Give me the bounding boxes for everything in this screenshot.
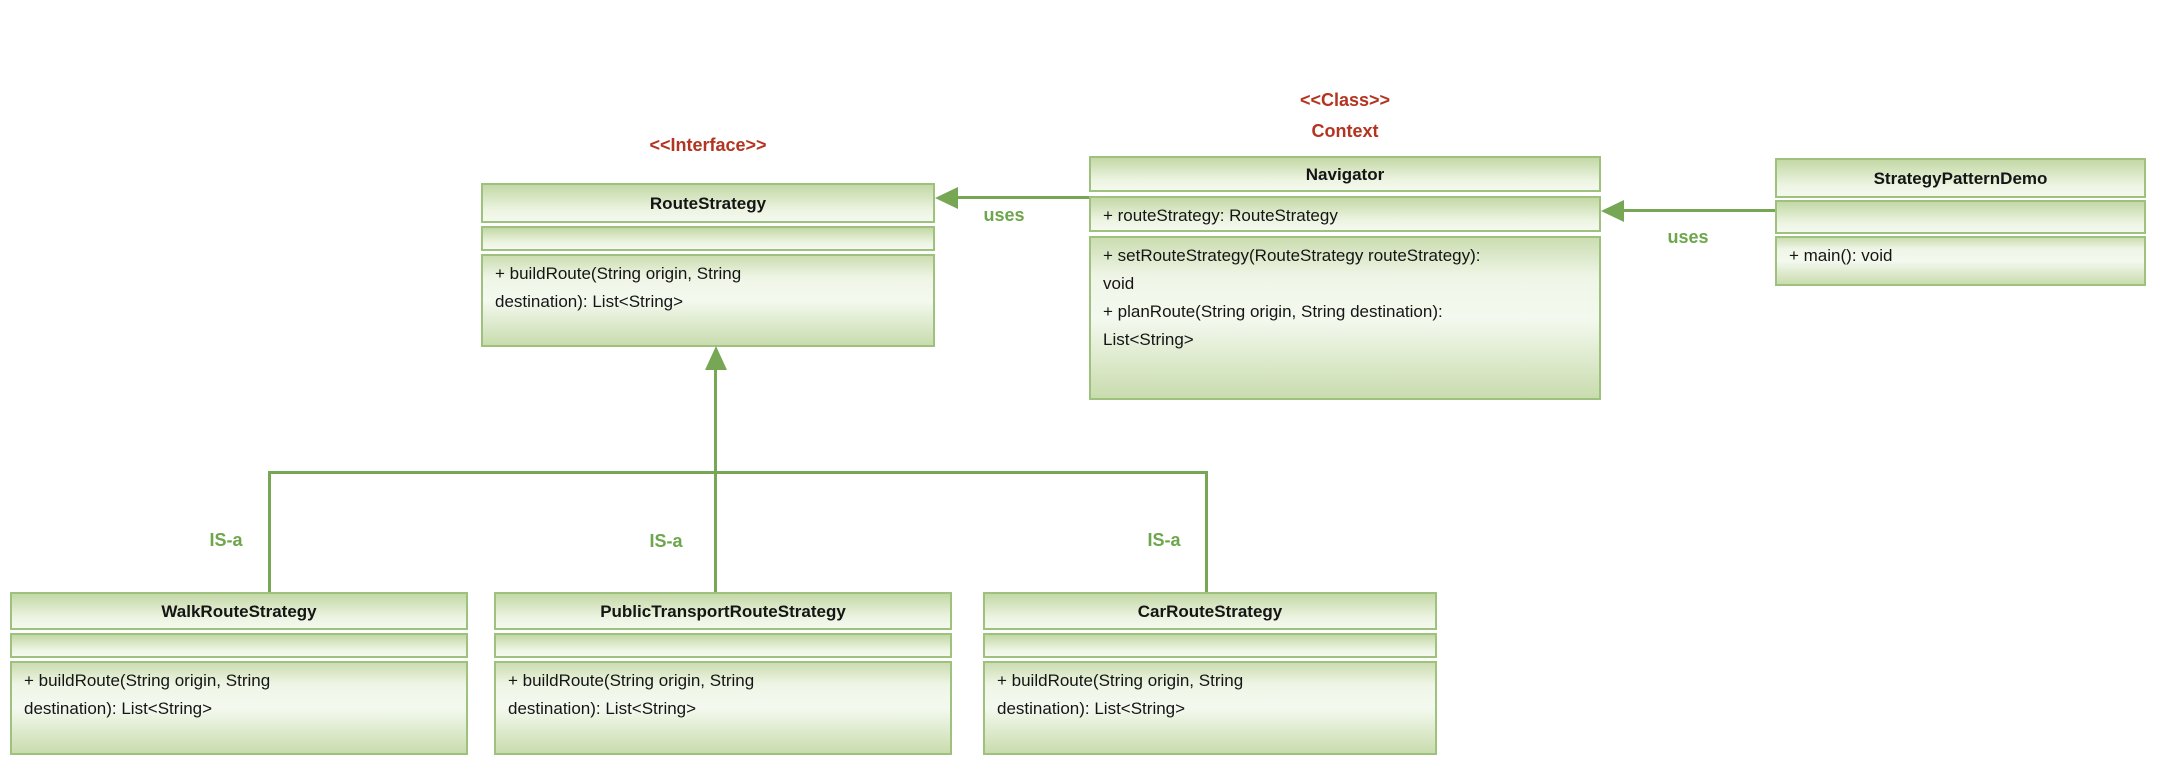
uses-edge-label: uses <box>983 205 1025 225</box>
class-name-label: Navigator <box>1305 164 1385 184</box>
class-box-publictransportroutestrategy: PublicTransportRouteStrategy + buildRout… <box>494 592 952 758</box>
navigator-header-compartment: Navigator <box>1089 156 1601 192</box>
class-name-label: StrategyPatternDemo <box>1873 168 2048 188</box>
class-name-label: PublicTransportRouteStrategy <box>600 601 846 621</box>
class-box-walkroutestrategy: WalkRouteStrategy + buildRoute(String or… <box>10 592 468 758</box>
isa-edge-label: IS-a <box>209 530 243 550</box>
class-name-label: WalkRouteStrategy <box>161 601 317 621</box>
interface-stereotype-label: <<Interface>> <box>649 135 767 155</box>
publictransport-methods-compartment: + buildRoute(String origin, String desti… <box>494 661 952 755</box>
uses-edge-label: uses <box>1667 227 1709 247</box>
navigator-methods-compartment: + setRouteStrategy(RouteStrategy routeSt… <box>1089 236 1601 400</box>
method-text: + buildRoute(String origin, String desti… <box>24 671 271 718</box>
class-box-carroutestrategy: CarRouteStrategy + buildRoute(String ori… <box>983 592 1437 758</box>
uses-edge-navigator-to-routestrategy <box>956 196 1089 199</box>
car-methods-compartment: + buildRoute(String origin, String desti… <box>983 661 1437 755</box>
method-text: + planRoute(String origin, String destin… <box>1103 302 1443 349</box>
context-role-label: Context <box>1311 121 1379 141</box>
method-text: + buildRoute(String origin, String desti… <box>495 264 742 311</box>
class-name-label: RouteStrategy <box>649 193 767 213</box>
class-box-strategypatterndemo: StrategyPatternDemo + main(): void <box>1775 158 2146 289</box>
demo-fields-compartment <box>1775 200 2146 234</box>
demo-header-compartment: StrategyPatternDemo <box>1775 158 2146 198</box>
inheritance-branch-car <box>1205 471 1208 592</box>
class-box-navigator: Navigator + routeStrategy: RouteStrategy… <box>1089 156 1601 403</box>
publictransport-header-compartment: PublicTransportRouteStrategy <box>494 592 952 630</box>
car-header-compartment: CarRouteStrategy <box>983 592 1437 630</box>
isa-edge-label: IS-a <box>1147 530 1181 550</box>
walk-methods-compartment: + buildRoute(String origin, String desti… <box>10 661 468 755</box>
inheritance-branch-walk <box>268 471 271 592</box>
walk-fields-compartment <box>10 633 468 658</box>
inheritance-horizontal-connector <box>268 471 1208 474</box>
method-text: + buildRoute(String origin, String desti… <box>508 671 755 718</box>
class-stereotype-label: <<Class>> <box>1299 90 1391 110</box>
uses-edge-demo-to-navigator <box>1623 209 1775 212</box>
uses-arrowhead-icon <box>935 187 958 209</box>
walk-header-compartment: WalkRouteStrategy <box>10 592 468 630</box>
navigator-fields-compartment: + routeStrategy: RouteStrategy <box>1089 196 1601 232</box>
demo-methods-compartment: + main(): void <box>1775 236 2146 286</box>
class-box-routestrategy: RouteStrategy + buildRoute(String origin… <box>481 183 935 350</box>
routestrategy-fields-compartment <box>481 226 935 251</box>
routestrategy-methods-compartment: + buildRoute(String origin, String desti… <box>481 254 935 347</box>
method-text: + setRouteStrategy(RouteStrategy routeSt… <box>1103 246 1481 293</box>
inheritance-arrowhead-icon <box>705 346 727 370</box>
isa-edge-label: IS-a <box>649 531 683 551</box>
class-name-label: CarRouteStrategy <box>1137 601 1283 621</box>
publictransport-fields-compartment <box>494 633 952 658</box>
routestrategy-header-compartment: RouteStrategy <box>481 183 935 223</box>
attribute-text: + routeStrategy: RouteStrategy <box>1103 206 1338 225</box>
uses-arrowhead-icon <box>1601 200 1624 222</box>
inheritance-stem-line <box>714 368 717 592</box>
method-text: + main(): void <box>1789 246 1893 265</box>
car-fields-compartment <box>983 633 1437 658</box>
method-text: + buildRoute(String origin, String desti… <box>997 671 1244 718</box>
